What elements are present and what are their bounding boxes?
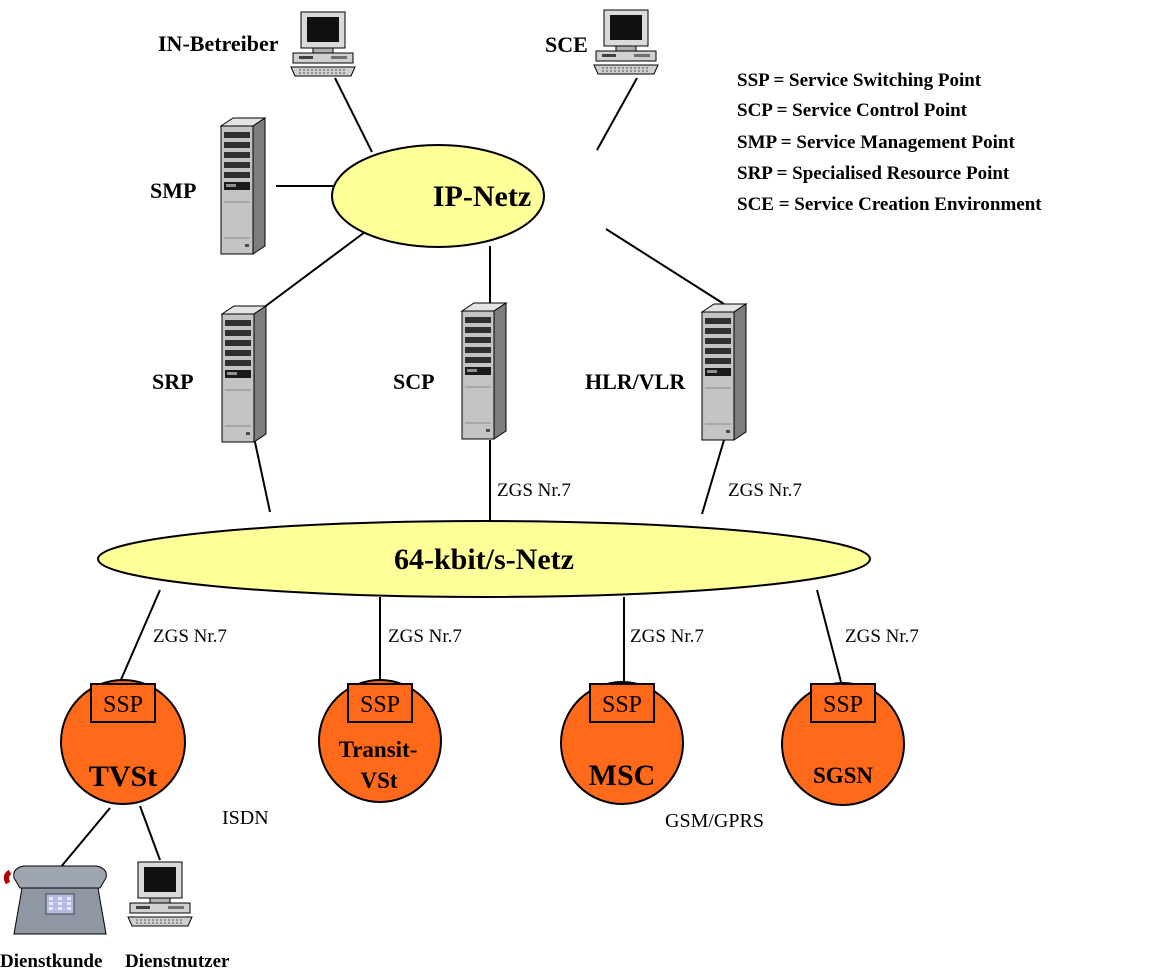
transit-label-line2: VSt bbox=[360, 768, 397, 793]
telephone-icon bbox=[3, 865, 107, 935]
ip-netz-ellipse bbox=[331, 144, 545, 248]
hlr-vlr-label: HLR/VLR bbox=[585, 369, 686, 394]
dienstkunde-label: Dienstkunde bbox=[0, 951, 102, 969]
hlr-vlr-server: HLR/VLR bbox=[585, 303, 747, 441]
link-inbetreiber-ipnetz bbox=[334, 77, 373, 153]
dienstnutzer-label: Dienstnutzer bbox=[125, 951, 230, 969]
zgs-msc-label: ZGS Nr.7 bbox=[630, 626, 704, 647]
zgs-scp-label: ZGS Nr.7 bbox=[497, 480, 571, 501]
exchange-transit: SSP Transit- VSt bbox=[318, 679, 442, 803]
link-tvst-pc bbox=[139, 805, 161, 861]
ssp-label: SSP bbox=[360, 692, 400, 718]
sce-terminal: SCE bbox=[545, 9, 659, 75]
gsm-gprs-label: GSM/GPRS bbox=[665, 810, 764, 832]
srp-label: SRP bbox=[152, 369, 194, 394]
legend-ssp: SSP = Service Switching Point bbox=[737, 70, 982, 91]
zgs-tvst-label: ZGS Nr.7 bbox=[153, 626, 227, 647]
msc-label: MSC bbox=[589, 759, 656, 792]
server-icon bbox=[221, 305, 267, 443]
transit-label-line1: Transit- bbox=[339, 737, 418, 762]
ssp-label: SSP bbox=[602, 692, 642, 718]
pc-icon bbox=[593, 9, 659, 75]
server-icon bbox=[461, 302, 507, 440]
sgsn-label: SGSN bbox=[813, 763, 873, 788]
pc-icon bbox=[290, 11, 356, 77]
srp-server: SRP bbox=[152, 305, 267, 443]
isdn-label: ISDN bbox=[222, 807, 269, 829]
phone-endpoint: Dienstkunde bbox=[0, 865, 107, 969]
in-betreiber-label: IN-Betreiber bbox=[158, 31, 279, 56]
sce-label: SCE bbox=[545, 32, 588, 57]
link-srp-64k bbox=[254, 441, 271, 513]
ssp-label: SSP bbox=[823, 692, 863, 718]
pc-icon bbox=[127, 861, 193, 927]
user-pc-endpoint: Dienstnutzer bbox=[125, 861, 230, 969]
ssp-label: SSP bbox=[103, 692, 143, 718]
kbit-netz: 64-kbit/s-Netz bbox=[97, 520, 871, 598]
scp-label: SCP bbox=[393, 369, 435, 394]
in-betreiber-terminal: IN-Betreiber bbox=[158, 11, 356, 77]
link-hlr-64k bbox=[701, 439, 725, 515]
scp-server: SCP bbox=[393, 302, 507, 440]
link-64k-sgsn bbox=[816, 589, 842, 683]
kbit-netz-label: 64-kbit/s-Netz bbox=[394, 543, 574, 576]
ip-netz: IP-Netz bbox=[331, 144, 545, 248]
smp-server: SMP bbox=[150, 117, 266, 255]
ssp-box bbox=[810, 683, 876, 723]
zgs-transit-label: ZGS Nr.7 bbox=[388, 626, 462, 647]
server-icon bbox=[220, 117, 266, 255]
legend-smp: SMP = Service Management Point bbox=[737, 132, 1016, 153]
ssp-box bbox=[589, 683, 655, 723]
link-sce-ipnetz bbox=[596, 77, 638, 151]
zgs-hlr-label: ZGS Nr.7 bbox=[728, 480, 802, 501]
server-icon bbox=[701, 303, 747, 441]
exchange-tvst: SSP TVSt bbox=[60, 679, 186, 805]
legend-sce: SCE = Service Creation Environment bbox=[737, 194, 1042, 215]
ip-netz-label: IP-Netz bbox=[433, 180, 531, 213]
tvst-label: TVSt bbox=[89, 760, 157, 793]
legend: SSP = Service Switching Point SCP = Serv… bbox=[737, 70, 1042, 215]
ssp-box bbox=[347, 683, 413, 723]
ssp-box bbox=[90, 683, 156, 723]
smp-label: SMP bbox=[150, 178, 196, 203]
link-ipnetz-srp bbox=[254, 228, 370, 315]
zgs-sgsn-label: ZGS Nr.7 bbox=[845, 626, 919, 647]
kbit-netz-ellipse bbox=[97, 520, 871, 598]
zgs-labels: ZGS Nr.7 ZGS Nr.7 ZGS Nr.7 ZGS Nr.7 ZGS … bbox=[153, 480, 919, 647]
link-tvst-phone bbox=[59, 807, 111, 869]
connection-lines bbox=[59, 77, 842, 869]
link-64k-tvst bbox=[119, 589, 161, 683]
legend-scp: SCP = Service Control Point bbox=[737, 100, 968, 121]
legend-srp: SRP = Specialised Resource Point bbox=[737, 163, 1010, 184]
link-ipnetz-hlr bbox=[605, 228, 725, 305]
exchange-msc: SSP MSC bbox=[560, 681, 684, 805]
exchange-sgsn: SSP SGSN bbox=[781, 682, 905, 806]
